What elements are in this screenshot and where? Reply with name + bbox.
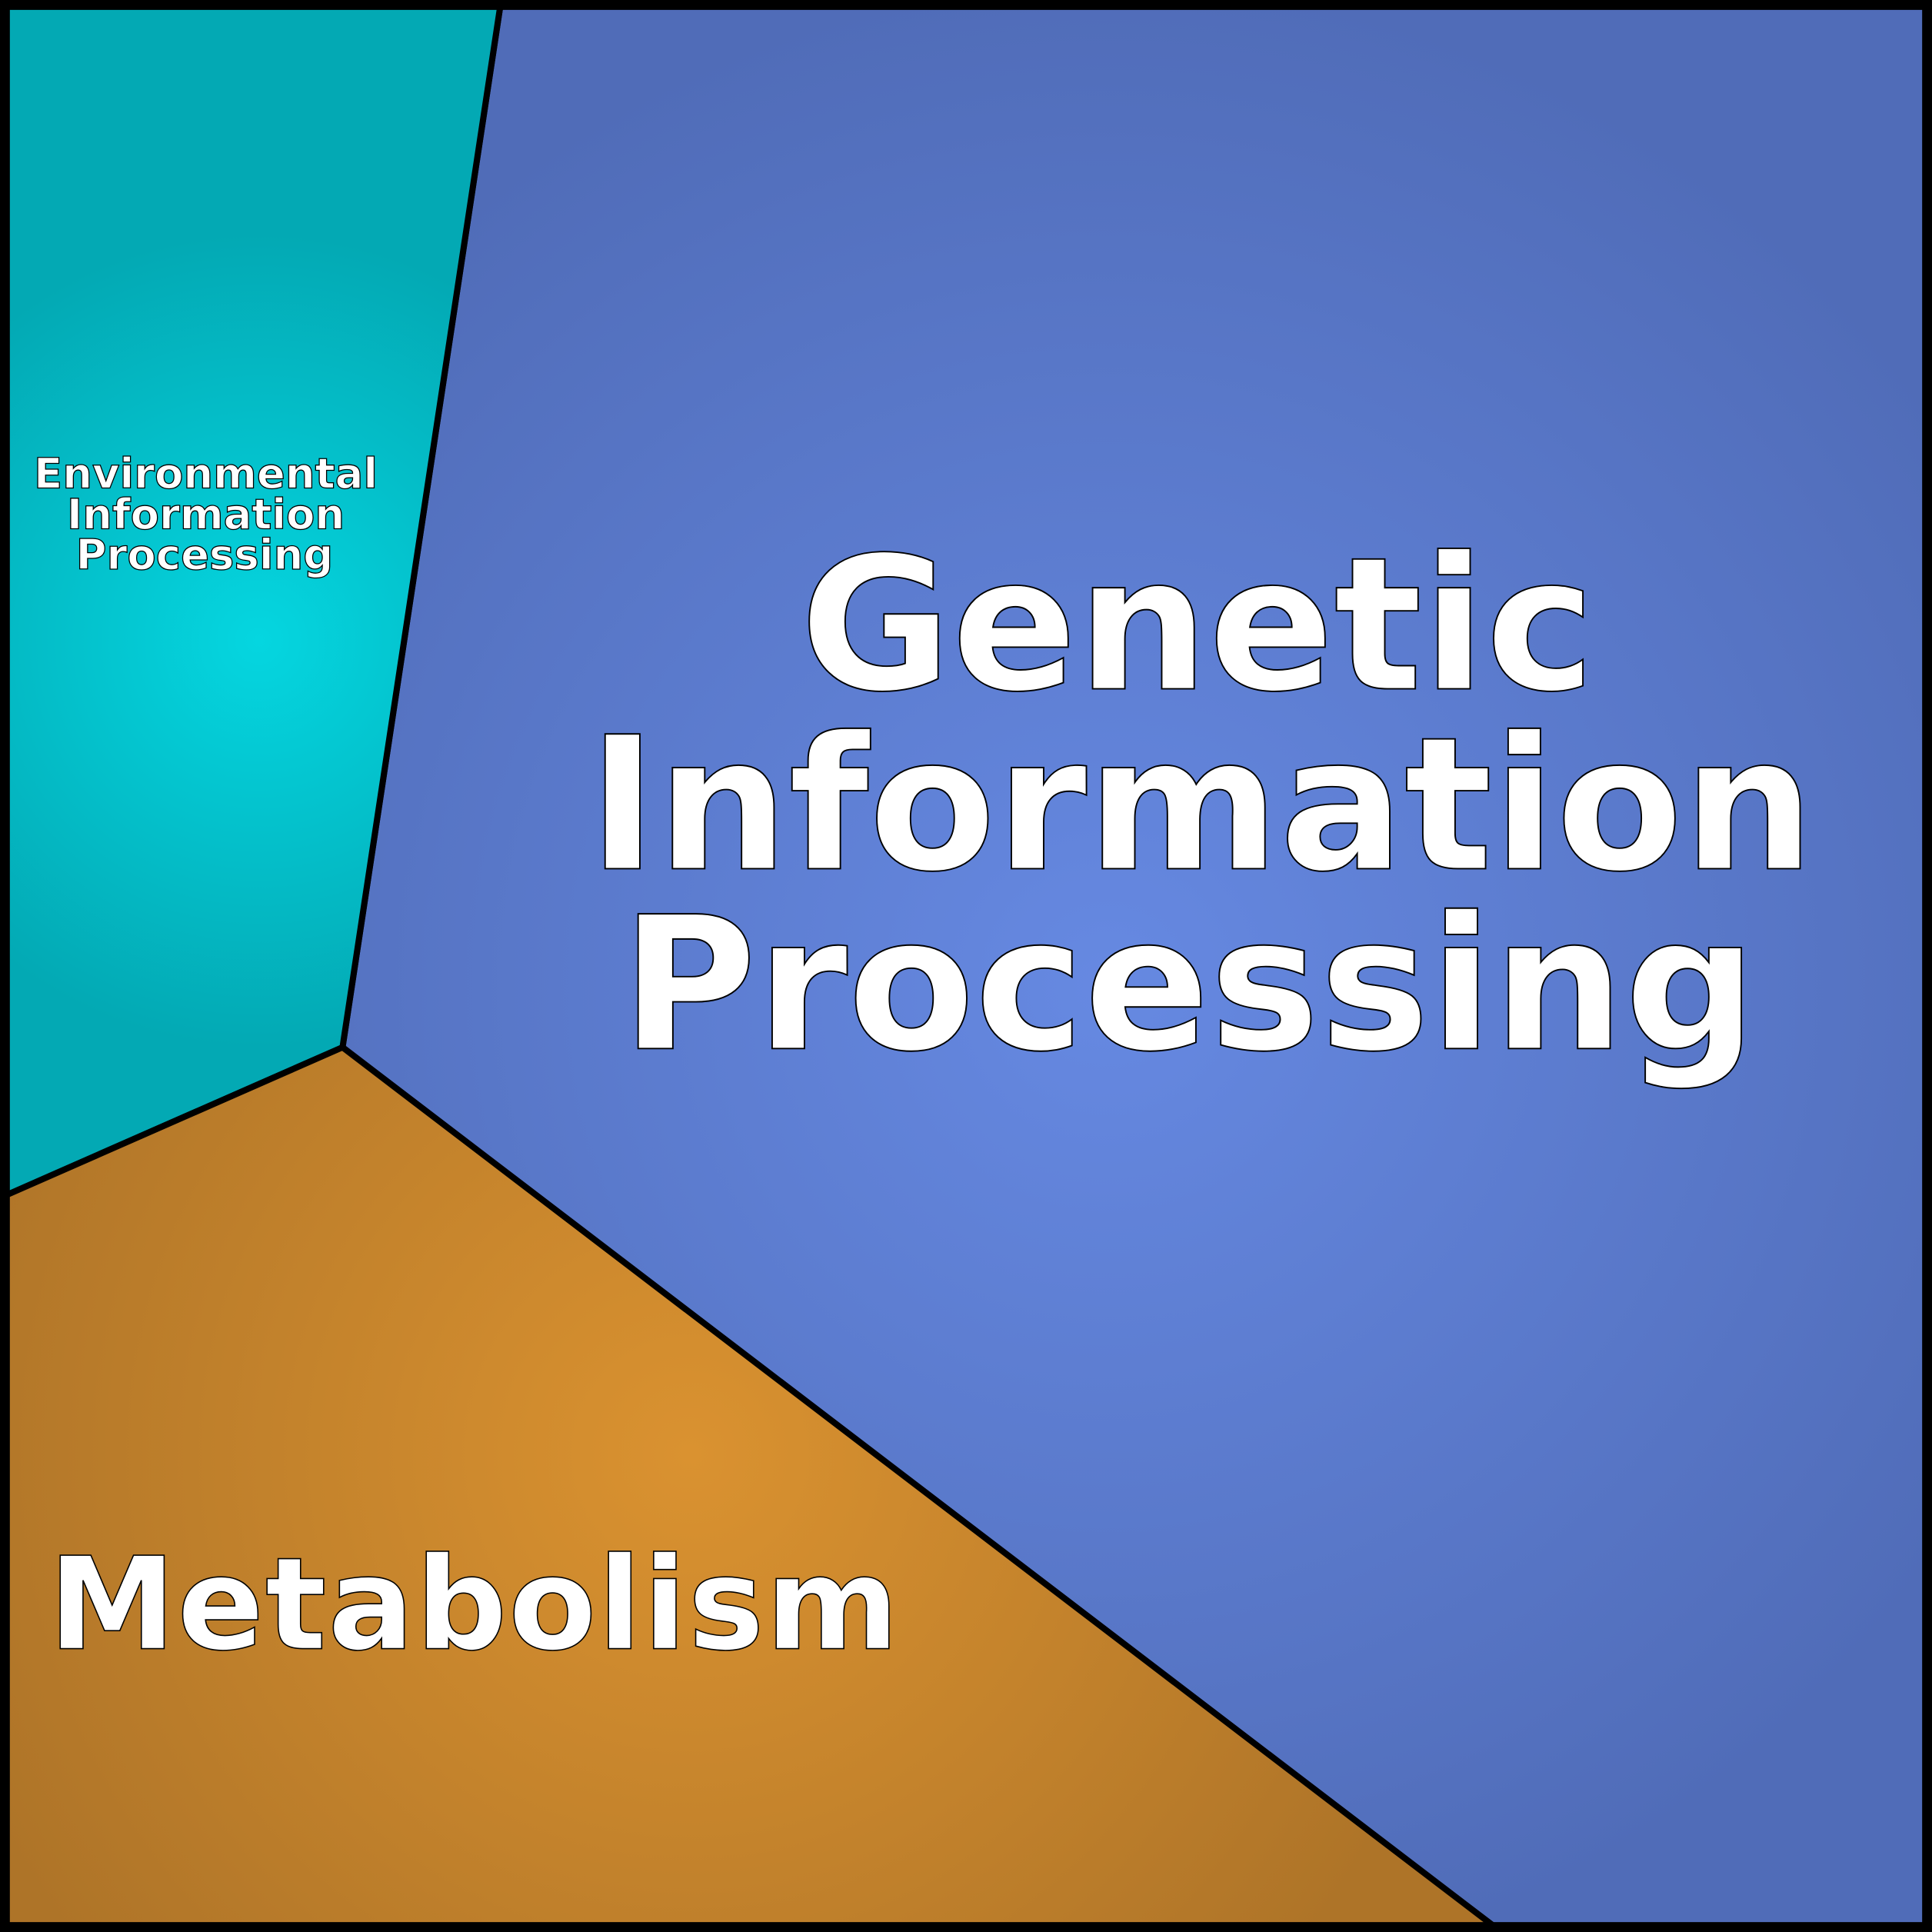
label-environmental-line-3: Processing xyxy=(76,530,334,579)
label-genetic-line-3: Processing xyxy=(621,877,1757,1092)
label-environmental-line-2: Information xyxy=(67,489,345,538)
label-environmental-line-1: Environmental xyxy=(34,448,378,498)
label-metabolism: Metabolism xyxy=(48,1531,901,1680)
label-genetic-line-1: Genetic xyxy=(800,518,1595,733)
label-genetic-line-2: Information xyxy=(588,697,1815,912)
